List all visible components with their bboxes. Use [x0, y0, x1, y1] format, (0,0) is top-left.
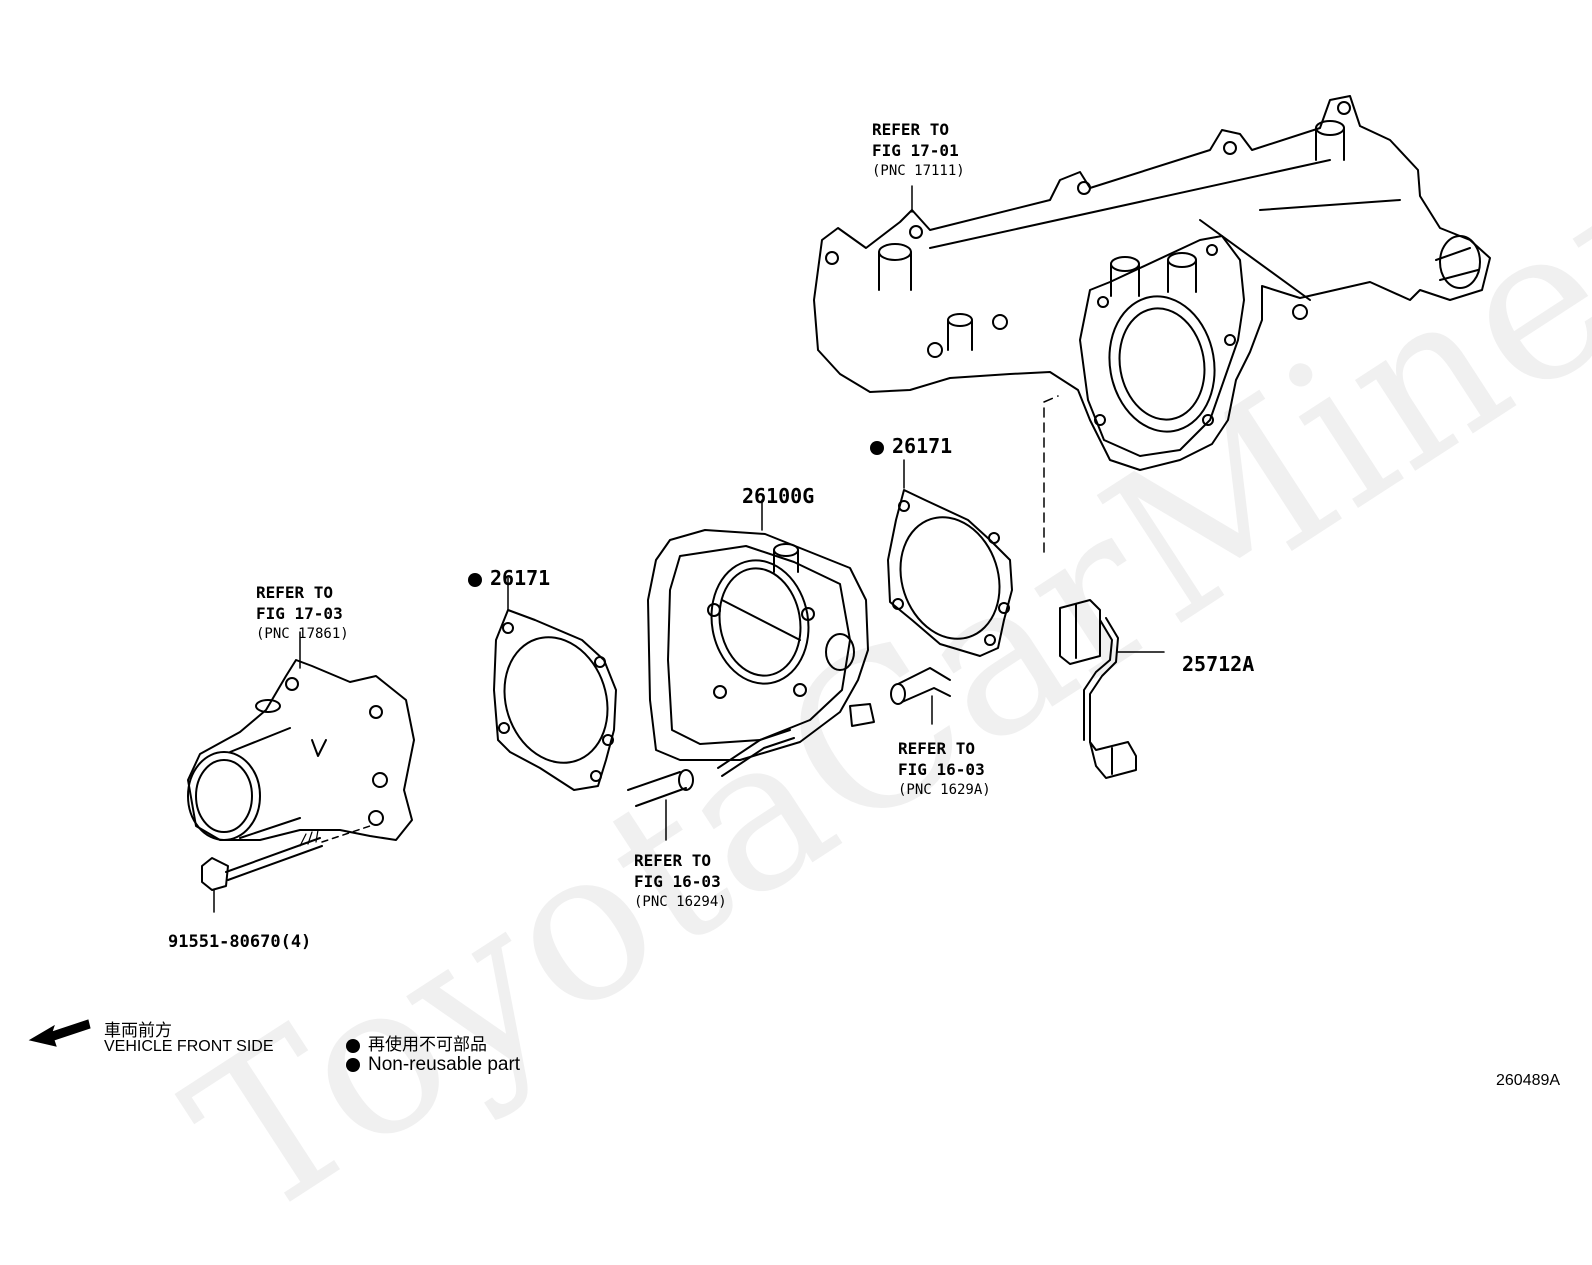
- gasket-right: [887, 489, 1013, 657]
- legend-front-en: VEHICLE FRONT SIDE: [104, 1038, 274, 1055]
- non-reusable-dot-icon: [346, 1057, 360, 1072]
- part-number-gasket-right: 26171: [870, 434, 952, 458]
- gasket-left: [493, 609, 617, 791]
- hose-left-ref-label: REFER TO FIG 16-03 (PNC 16294): [634, 851, 727, 910]
- front-arrow-icon: [28, 1019, 91, 1047]
- non-reusable-dot-icon: [346, 1038, 360, 1053]
- part-number-gasket-left: 26171: [468, 566, 550, 590]
- hose-right-ref-label: REFER TO FIG 16-03 (PNC 1629A): [898, 739, 991, 798]
- housing-ref-label: REFER TO FIG 17-03 (PNC 17861): [256, 583, 349, 642]
- figure-id: 260489A: [1496, 1072, 1561, 1089]
- legend-nonreusable-jp: 再使用不可部品: [346, 1030, 487, 1055]
- part-number-sensor: 25712A: [1182, 652, 1255, 676]
- hose-right: [890, 667, 951, 705]
- bolt: [201, 825, 371, 891]
- coolant-housing: [187, 659, 415, 841]
- throttle-body: [647, 529, 875, 777]
- intake-manifold: [813, 95, 1491, 471]
- sensor-connector: [1059, 599, 1137, 779]
- part-number-bolt: 91551-80670(4): [168, 932, 312, 952]
- legend-front-jp: 車両前方: [104, 1021, 172, 1040]
- legend-nonreusable-en: Non-reusable part: [346, 1054, 520, 1076]
- hose-left: [627, 769, 694, 807]
- manifold-ref-label: REFER TO FIG 17-01 (PNC 17111): [872, 120, 965, 179]
- non-reusable-dot-icon: [468, 572, 482, 587]
- parts-diagram: [28, 95, 1491, 1047]
- non-reusable-dot-icon: [870, 440, 884, 455]
- part-number-throttle-body: 26100G: [742, 484, 815, 508]
